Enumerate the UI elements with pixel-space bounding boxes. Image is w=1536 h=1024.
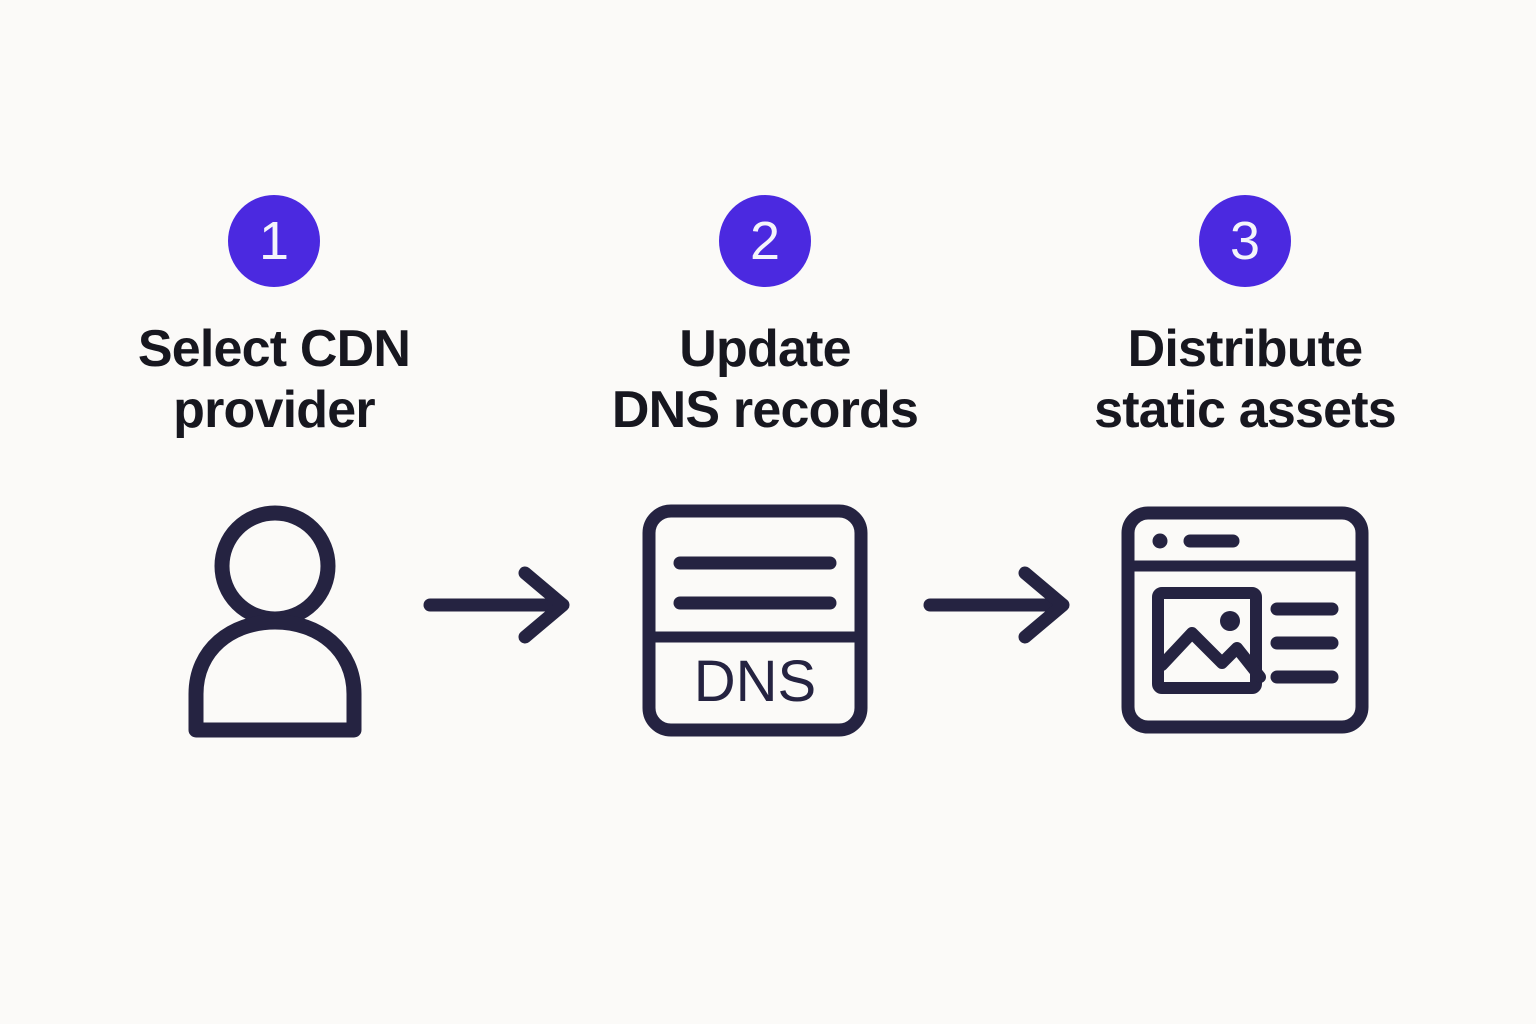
step-3-icon-slot bbox=[1115, 495, 1375, 745]
image-placeholder-icon bbox=[1152, 587, 1262, 694]
window-dot-icon bbox=[1152, 533, 1168, 549]
arrow-right-icon bbox=[423, 566, 570, 644]
step-1-number: 1 bbox=[258, 211, 290, 271]
step-2-label: Update DNS records bbox=[611, 320, 919, 440]
mountain-icon bbox=[1156, 627, 1266, 683]
step-1-icon-slot bbox=[155, 495, 395, 745]
arrow-right-icon bbox=[923, 566, 1070, 644]
step-1-number-badge: 1 bbox=[228, 195, 320, 287]
step-2-icon-slot: DNS bbox=[635, 495, 875, 745]
step-1: 1 Select CDN provider bbox=[64, 195, 484, 442]
step-2: 2 Update DNS records bbox=[555, 195, 975, 442]
step-1-label: Select CDN provider bbox=[137, 320, 411, 440]
step-3-number: 3 bbox=[1229, 211, 1261, 271]
dns-record-card-icon: DNS bbox=[642, 504, 868, 736]
step-2-number-badge: 2 bbox=[719, 195, 811, 287]
step-3-number-badge: 3 bbox=[1199, 195, 1291, 287]
dns-icon-text: DNS bbox=[694, 649, 816, 714]
connector-arrow-2 bbox=[920, 565, 1100, 645]
user-icon bbox=[188, 505, 362, 737]
step-3-label: Distribute static assets bbox=[1094, 320, 1397, 440]
sun-dot-icon bbox=[1220, 611, 1240, 631]
step-2-number: 2 bbox=[749, 211, 781, 271]
step-3: 3 Distribute static assets bbox=[1035, 195, 1455, 442]
connector-arrow-1 bbox=[420, 565, 600, 645]
browser-page-image-icon bbox=[1121, 506, 1369, 734]
